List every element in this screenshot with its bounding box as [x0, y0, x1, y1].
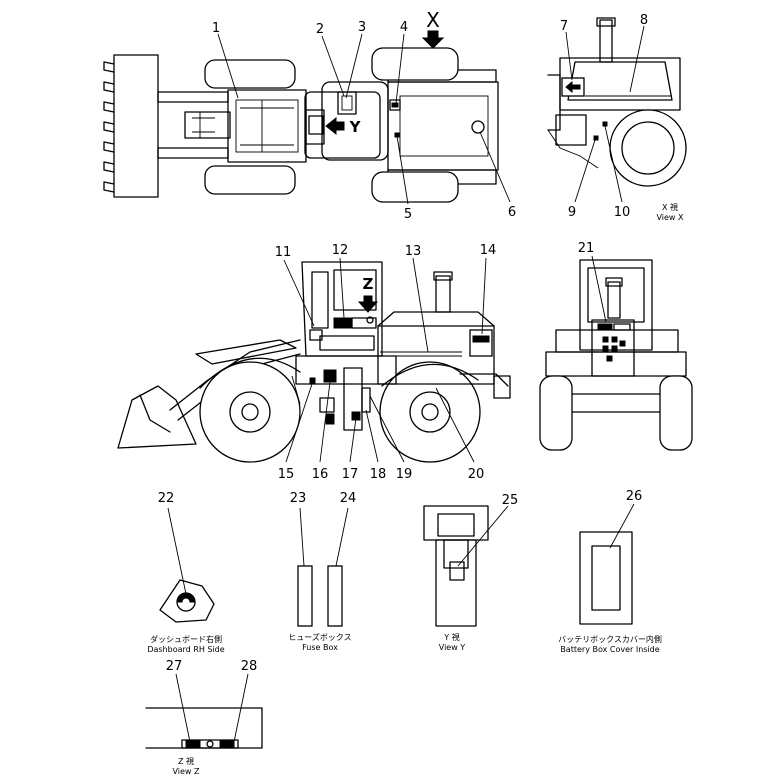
dashboard-caption-jp: ダッシュボード右側	[150, 634, 222, 644]
callout-13: 13	[405, 244, 422, 259]
callout-numbers: 1 2 3 4 5 6 7 8 9 10 11 12 13 14 15 16 1…	[158, 13, 648, 674]
callout-17: 17	[342, 467, 359, 482]
dashboard-detail: ダッシュボード右側 Dashboard RH Side	[147, 507, 225, 654]
fuse-caption-en: Fuse Box	[302, 643, 338, 652]
fuse-box-detail: ヒューズボックス Fuse Box	[288, 507, 352, 652]
callout-2: 2	[316, 22, 324, 37]
side-view-leaders	[283, 257, 487, 463]
callout-1: 1	[212, 21, 220, 36]
callout-28: 28	[241, 659, 258, 674]
view-z-detail: Z 視 View Z	[145, 673, 263, 776]
callout-18: 18	[370, 467, 387, 482]
view-x-caption-jp: X 視	[662, 203, 678, 212]
callout-6: 6	[508, 205, 516, 220]
callout-23: 23	[290, 491, 307, 506]
battery-caption-en: Battery Box Cover Inside	[560, 645, 659, 654]
callout-5: 5	[404, 207, 412, 222]
callout-26: 26	[626, 489, 643, 504]
battery-caption-jp: バッテリボックスカバー内側	[558, 634, 662, 644]
fuse-caption-jp: ヒューズボックス	[288, 632, 351, 642]
view-y-caption-en: View Y	[439, 643, 466, 652]
dashboard-caption-en: Dashboard RH Side	[147, 645, 224, 654]
callout-11: 11	[275, 245, 292, 260]
view-z-caption-jp: Z 視	[178, 757, 194, 766]
callout-22: 22	[158, 491, 175, 506]
callout-27: 27	[166, 659, 183, 674]
callout-3: 3	[358, 20, 366, 35]
view-y-marker: Y	[349, 118, 362, 136]
callout-19: 19	[396, 467, 413, 482]
top-view-leaders	[217, 33, 511, 205]
top-plan-view: Y X	[103, 8, 499, 203]
view-z-caption-en: View Z	[172, 767, 200, 776]
view-x-caption-en: View X	[656, 213, 684, 222]
view-x-rear-detail: X 視 View X	[547, 17, 687, 222]
view-x-marker: X	[426, 8, 440, 32]
battery-cover-detail: バッテリボックスカバー内側 Battery Box Cover Inside	[558, 503, 662, 654]
callout-21: 21	[578, 241, 595, 256]
rear-view	[539, 255, 693, 451]
callout-9: 9	[568, 205, 576, 220]
callout-16: 16	[312, 467, 329, 482]
callout-10: 10	[614, 205, 631, 220]
callout-15: 15	[278, 467, 295, 482]
callout-8: 8	[640, 13, 648, 28]
callout-24: 24	[340, 491, 357, 506]
callout-25: 25	[502, 493, 519, 508]
callout-14: 14	[480, 243, 497, 258]
view-z-marker: Z	[363, 275, 374, 293]
callout-12: 12	[332, 243, 349, 258]
callout-4: 4	[400, 20, 408, 35]
view-y-caption-jp: Y 視	[443, 633, 459, 642]
callout-20: 20	[468, 467, 485, 482]
side-view: Z	[117, 261, 511, 463]
callout-7: 7	[560, 19, 568, 34]
view-y-detail: Y 視 View Y	[423, 505, 509, 652]
